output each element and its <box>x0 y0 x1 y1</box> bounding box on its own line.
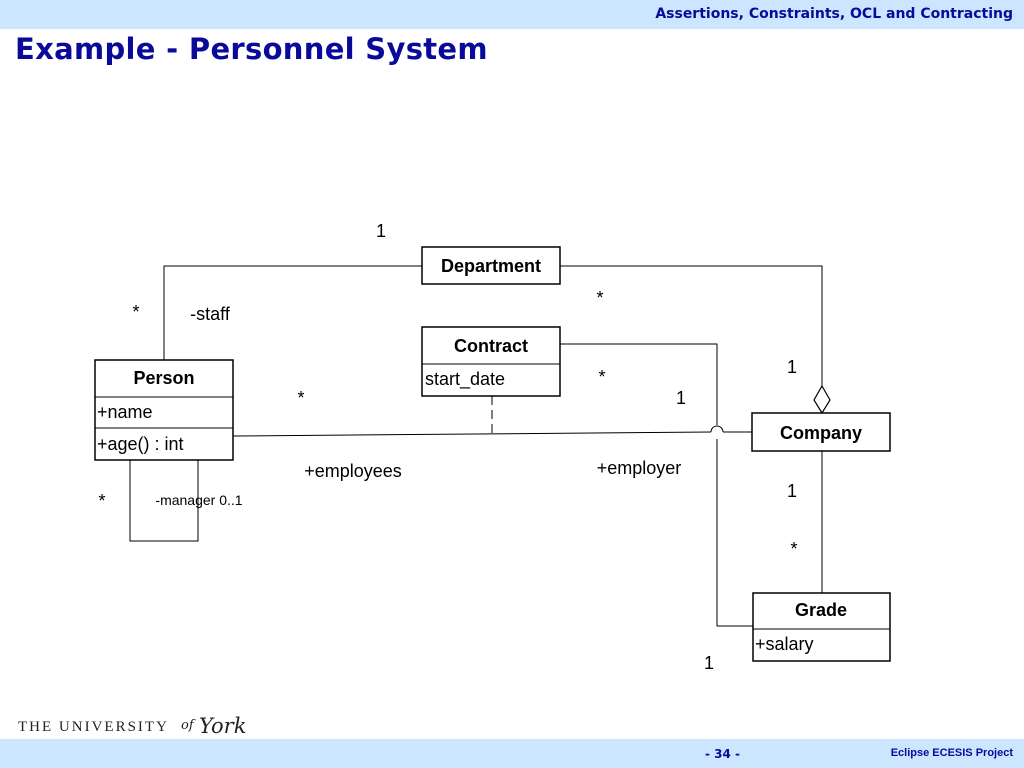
class-person[interactable]: Person +name +age() : int <box>94 359 234 461</box>
manager-self-association <box>129 460 199 542</box>
class-contract-attribute: start_date <box>425 369 505 390</box>
slide-title: Example - Personnel System <box>15 32 488 66</box>
line-crossing-hop <box>710 425 724 433</box>
university-logo: THE UNIVERSITY of York <box>15 712 251 742</box>
logo-of-text: of <box>181 718 194 733</box>
employees-role-label: +employees <box>304 461 402 481</box>
logo-university-text: THE UNIVERSITY <box>18 719 169 735</box>
class-contract-name: Contract <box>454 336 528 356</box>
class-department[interactable]: Department <box>421 246 561 285</box>
person-company-association <box>232 431 712 437</box>
header-bar: Assertions, Constraints, OCL and Contrac… <box>0 0 1024 29</box>
manager-role-label: -manager 0..1 <box>155 492 242 508</box>
page-number: - 34 - <box>705 747 741 761</box>
class-person-attribute: +name <box>97 402 153 422</box>
dept-person-dept-multiplicity: 1 <box>376 221 386 241</box>
staff-role-label: -staff <box>190 304 231 324</box>
class-grade-attribute: +salary <box>755 634 814 654</box>
class-company-name: Company <box>780 423 862 443</box>
class-contract[interactable]: Contract start_date <box>421 326 561 397</box>
contract-grade-grade-multiplicity: 1 <box>704 653 714 673</box>
person-company-person-multiplicity: * <box>297 388 304 408</box>
course-title: Assertions, Constraints, OCL and Contrac… <box>655 6 1013 22</box>
class-grade-name: Grade <box>795 600 847 620</box>
class-company[interactable]: Company <box>751 412 891 452</box>
dept-company-association <box>560 265 823 386</box>
person-company-company-multiplicity: 1 <box>676 388 686 408</box>
company-grade-company-multiplicity: 1 <box>787 481 797 501</box>
contract-grade-association-lower <box>716 439 753 627</box>
class-grade[interactable]: Grade +salary <box>752 592 891 662</box>
class-person-name: Person <box>133 368 194 388</box>
company-grade-grade-multiplicity: * <box>790 539 797 559</box>
contract-grade-association <box>560 343 718 425</box>
class-department-name: Department <box>441 256 541 276</box>
dept-person-person-multiplicity: * <box>132 302 139 322</box>
aggregation-diamond <box>813 384 831 415</box>
manager-multiplicity: * <box>98 491 105 511</box>
footer-bar: - 34 - Eclipse ECESIS Project <box>0 739 1024 768</box>
employer-role-label: +employer <box>597 458 682 478</box>
logo-york-text: York <box>199 714 247 738</box>
dept-company-company-multiplicity: 1 <box>787 357 797 377</box>
dept-company-dept-multiplicity: * <box>596 288 603 308</box>
project-name: Eclipse ECESIS Project <box>890 747 1013 759</box>
contract-grade-contract-multiplicity: * <box>598 367 605 387</box>
dept-person-association <box>163 265 422 360</box>
class-person-operation: +age() : int <box>97 434 184 454</box>
